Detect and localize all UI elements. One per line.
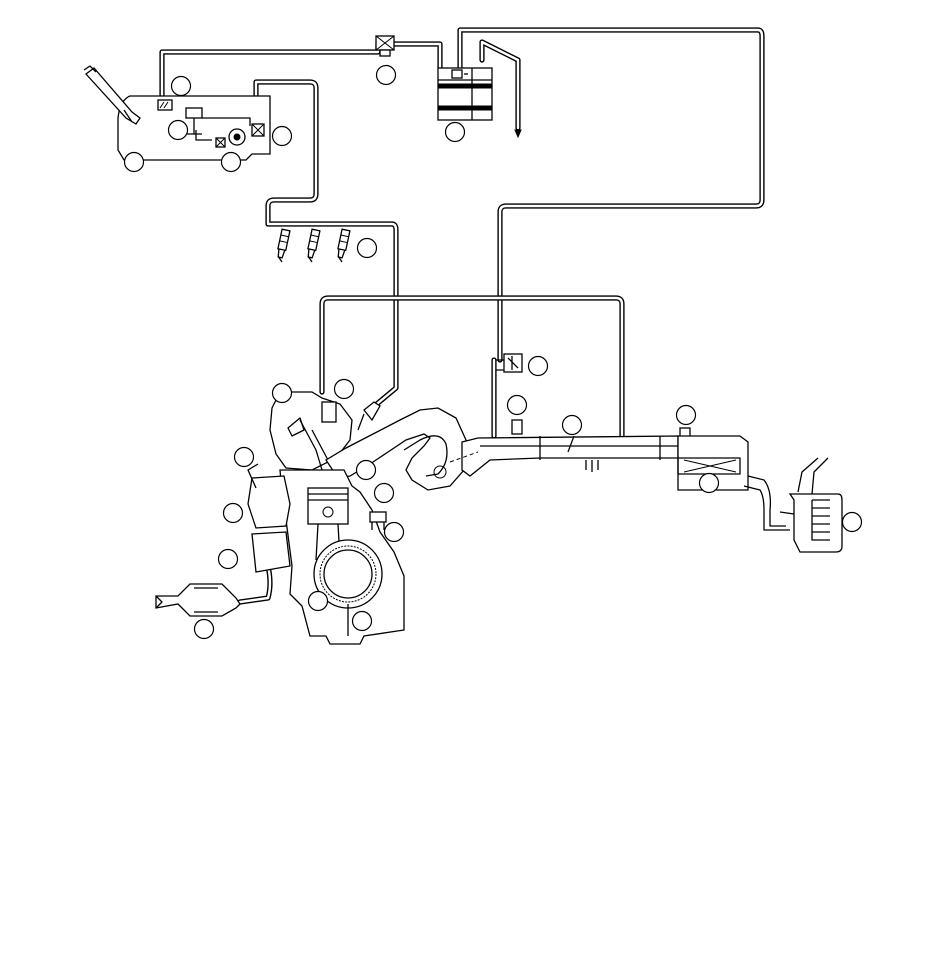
charcoal-canister [375,35,522,139]
callout-markers [123,64,863,640]
callout-marker [271,125,293,147]
callout-marker [373,482,395,504]
callout-marker [167,119,189,141]
callout-marker [271,382,293,404]
catalytic-converter [155,583,241,617]
callout-marker [444,121,466,143]
callout-marker [123,151,145,173]
air-intake-resonator [779,457,843,553]
callout-marker [561,414,583,436]
callout-marker [351,610,373,632]
callout-marker [698,472,720,494]
hose-network [159,27,765,605]
callout-marker [233,446,255,468]
callout-marker [375,64,397,86]
callout-marker [383,521,405,543]
fuel-tank-assembly [83,65,271,161]
callout-marker [506,394,528,416]
callout-marker [356,237,378,259]
callout-marker [333,378,355,400]
fuel-injectors [277,228,351,263]
air-filter-box [677,435,790,531]
callout-marker [193,618,215,640]
purge-solenoid [496,353,523,373]
callout-marker [222,502,244,524]
callout-marker [217,548,239,570]
callout-marker [841,511,863,533]
callout-marker [307,590,329,612]
callout-marker [355,459,377,481]
callout-marker [170,75,192,97]
callout-marker [527,355,549,377]
callout-marker [220,151,242,173]
callout-marker [675,404,697,426]
